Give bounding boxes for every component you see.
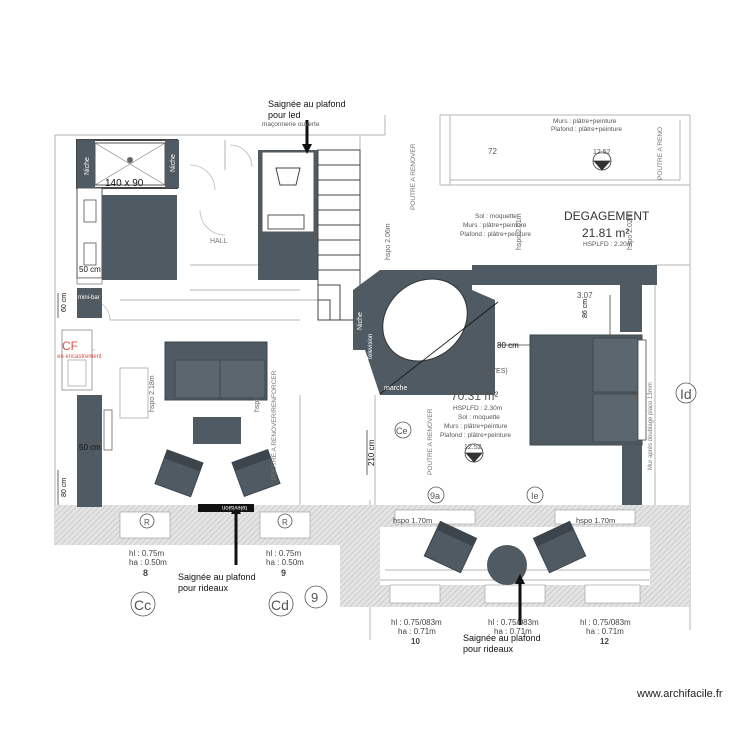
spot-icons <box>464 151 612 463</box>
marker-r1: R <box>144 518 150 527</box>
window-9-num: 9 <box>281 568 286 578</box>
annotation-led-2: pour led <box>268 110 301 120</box>
marker-cc-large: Cc <box>134 597 151 613</box>
watermark: www.archifacile.fr <box>636 688 723 700</box>
arrows <box>231 120 525 625</box>
dim-80-right: 80 cm <box>497 341 519 350</box>
annotation-curtain-left-1: Saignée au plafond <box>178 572 256 582</box>
window-10-hl: hl : 0.75/083m <box>391 618 442 627</box>
cf-sublabel: en encastrement <box>57 354 102 360</box>
window-8-num: 8 <box>143 568 148 578</box>
label-niche-center: Niche <box>357 312 364 330</box>
label-limites: MITES) <box>484 368 508 375</box>
label-niche-right: Niche <box>170 154 177 172</box>
marker-id: Id <box>680 386 692 402</box>
label-shower: 140 x 90 <box>105 178 144 189</box>
marker-nine-large: 9 <box>311 590 318 605</box>
hspo-170-right: hspo 1.70m <box>576 516 615 525</box>
label-poutre-right: POUTRE A RENO <box>657 127 664 180</box>
room-living-num: 7 <box>488 347 495 361</box>
dim-50-bottom: 50 cm <box>79 443 101 452</box>
label-poutre-top: POUTRE A RENOVER <box>410 143 417 210</box>
label-marche: marche <box>384 385 407 392</box>
bottom-right-seating <box>423 520 587 585</box>
window-10-num: 10 <box>411 637 420 646</box>
marker-circles <box>130 382 697 617</box>
room-living-floor: Sol : moquette <box>458 414 500 421</box>
cf-label: CF <box>62 339 78 353</box>
dim-210: 210 cm <box>367 439 376 466</box>
room-living-walls: Murs : plâtre+peinture <box>444 423 508 430</box>
dim-80-left: 80 cm <box>61 478 68 497</box>
label-mini-bar: mini-bar <box>78 295 100 301</box>
label-mur-doublage: Mur après doublage placo 13mm <box>648 382 654 470</box>
dim-86: 86 cm <box>582 299 589 318</box>
bed <box>529 334 647 505</box>
label-tv-rotate: Television <box>368 334 374 360</box>
label-maconnerie: maçonnerie ouverte <box>262 121 320 128</box>
annotation-led-1: Saignée au plafond <box>268 99 346 109</box>
hspo-2-02: hspo 2.02m <box>627 213 634 250</box>
hspo-2-01: hspo 2.01m <box>516 213 523 250</box>
window-8-hl: hl : 0.75m <box>129 549 164 558</box>
dim-1252-top: 12.52 <box>593 149 611 156</box>
label-poutre-ce: POUTRE A RENOVER <box>427 408 434 475</box>
living-left <box>119 341 281 512</box>
dim-72: 72 <box>488 147 497 156</box>
marker-r2: R <box>282 518 288 527</box>
room-living-hsplfd: HSPLFD : 2.30m <box>453 405 502 412</box>
room-hall: HALL <box>210 238 228 245</box>
window-9-hl: hl : 0.75m <box>266 549 301 558</box>
room-degagement-floor: Sol : moquette <box>475 213 517 220</box>
window-12-ha: ha : 0.71m <box>586 627 624 636</box>
room-degagement-ceiling: Plafond : plâtre+peinture <box>460 231 531 238</box>
dim-60: 60 cm <box>61 293 68 312</box>
label-niche-left: Niche <box>84 157 91 175</box>
window-11-ha: ha : 0.71m <box>494 627 532 636</box>
hspo-170-left: hspo 1.70m <box>393 516 432 525</box>
dim-50-top: 50 cm <box>79 265 101 274</box>
label-poutre-mid: POUTRE A RENOVER/RENFORCER <box>271 370 278 480</box>
window-8-ha: ha : 0.50m <box>129 558 167 567</box>
window-12-hl: hl : 0.75/083m <box>580 618 631 627</box>
room-degagement-hsplfd: HSPLFD : 2.20m <box>583 241 632 248</box>
window-10-ha: ha : 0.71m <box>398 627 436 636</box>
dim-307: 3.07 <box>577 291 593 300</box>
window-11-hl: hl : 0.75/083m <box>488 618 539 627</box>
left-wall-units <box>61 288 113 507</box>
central-niche <box>353 265 657 395</box>
room-top-walls: Murs : plâtre+peinture <box>553 118 617 125</box>
room-degagement-area: 21.81 m² <box>582 226 629 240</box>
hspo-2-18: hspo 2.18m <box>149 375 156 412</box>
window-12-num: 12 <box>600 637 609 646</box>
bathroom <box>76 139 179 285</box>
hspo-2-06b: hspo 2.06m <box>254 375 261 412</box>
room-living-area: 70.31 m² <box>451 389 498 403</box>
annotation-curtain-right-1: Saignée au plafond <box>463 633 541 643</box>
label-television: television <box>222 504 247 510</box>
facade-wall <box>55 505 690 607</box>
marker-ie: Ie <box>531 491 539 501</box>
hspo-2-06: hspo 2.06m <box>385 223 392 260</box>
dim-1252-mid: 12.52 <box>464 444 482 451</box>
room-top-ceiling: Plafond : plâtre+peinture <box>551 126 622 133</box>
marker-ce: Ce <box>396 426 408 436</box>
dimension-lines <box>57 293 611 505</box>
room-degagement-walls: Murs : plâtre+peinture <box>463 222 527 229</box>
window-9-ha: ha : 0.50m <box>266 558 304 567</box>
annotation-curtain-right-2: pour rideaux <box>463 644 514 654</box>
room-degagement-title: DEGAGEMENT <box>564 209 650 223</box>
wc-block <box>258 150 318 280</box>
annotation-curtain-left-2: pour rideaux <box>178 583 229 593</box>
marker-9a: 9a <box>430 491 440 501</box>
marker-cd-large: Cd <box>271 597 289 613</box>
room-living-ceiling: Plafond : plâtre+peinture <box>440 432 511 439</box>
